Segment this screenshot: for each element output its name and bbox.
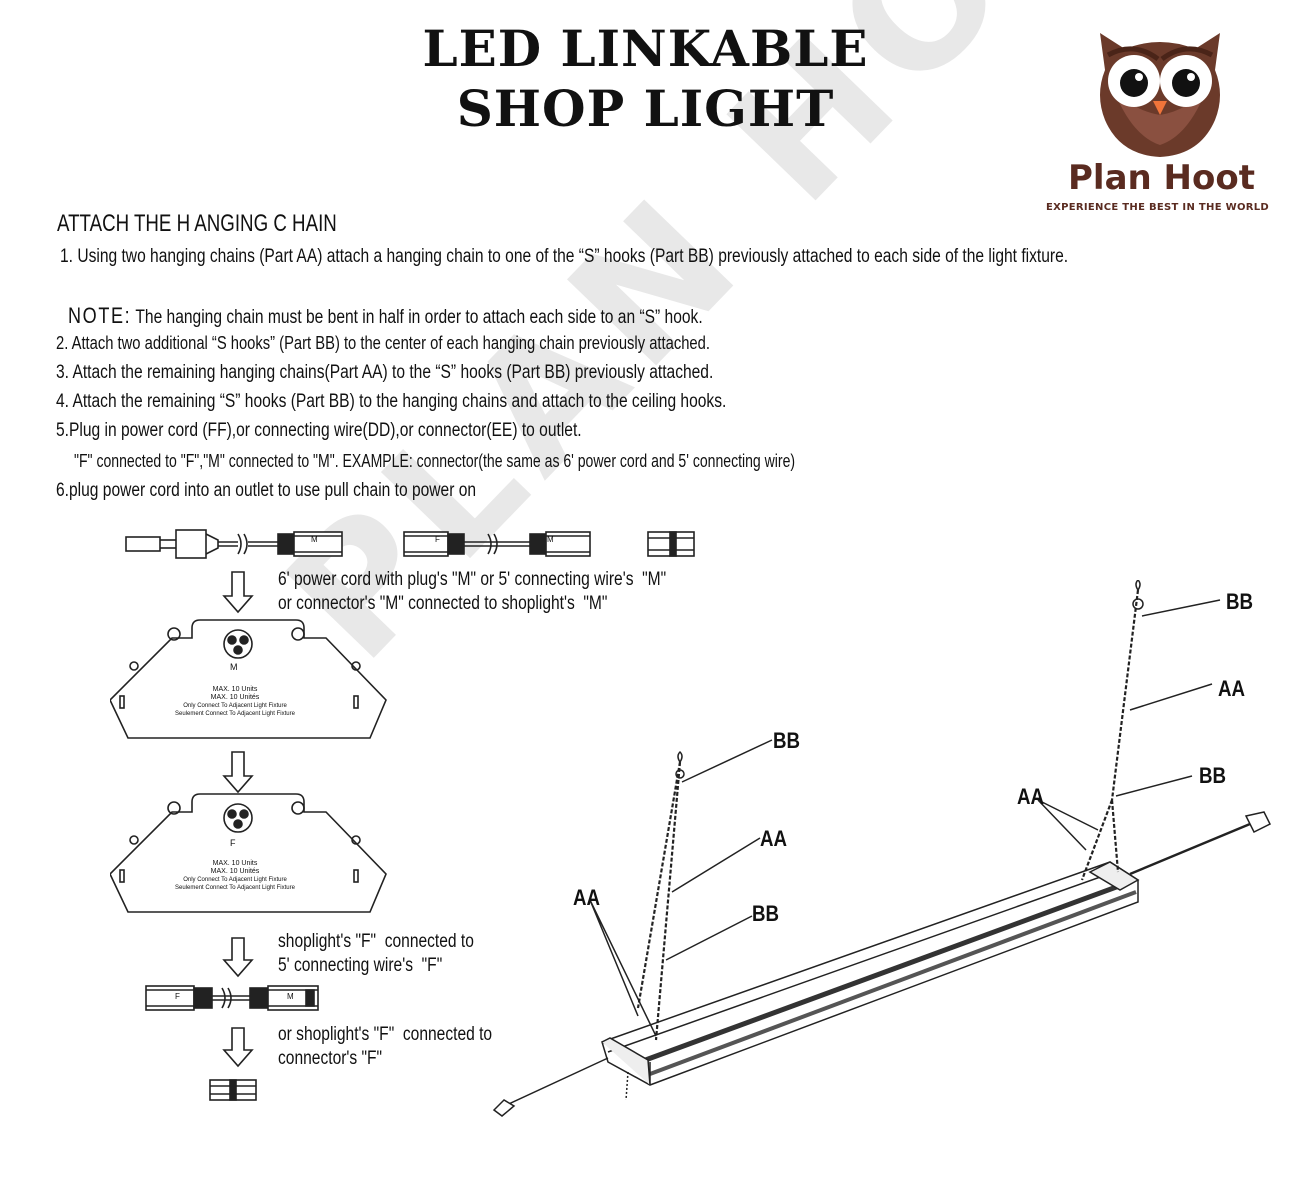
plate-bottom-line3: Only Connect To Adjacent Light Fixture [183, 877, 287, 883]
label-bb-right-bottom: BB [1199, 763, 1227, 788]
cord-m-letter: M [311, 535, 318, 544]
title-line-1: LED LINKABLE [422, 19, 869, 78]
owl-logo-icon [1100, 33, 1220, 157]
wire-m-letter: M [547, 535, 554, 544]
wire-f-letter: F [435, 535, 440, 544]
power-cord-illustration [125, 529, 343, 559]
connecting-wire-illustration [403, 531, 591, 557]
bottom-connector-illustration [209, 1079, 257, 1101]
label-aa-right-outer: AA [1017, 784, 1045, 809]
shop-light-illustration [492, 580, 1272, 1117]
plate-top-line3: Only Connect To Adjacent Light Fixture [183, 703, 287, 709]
label-bb-left-bottom: BB [752, 901, 780, 926]
plate-top-line1: MAX. 10 Units [212, 686, 258, 693]
brand-name: Plan Hoot [1068, 158, 1255, 198]
step-6: 6.plug power cord into an outlet to use … [56, 480, 477, 501]
plate-bottom-line4: Seulement Connect To Adjacent Light Fixt… [175, 885, 295, 891]
title-line-2: SHOP LIGHT [456, 79, 835, 138]
label-bb-left-top: BB [773, 728, 801, 753]
lower-wire-m-letter: M [287, 992, 294, 1001]
plate-bottom-port: F [230, 838, 236, 848]
note: NOTE: The hanging chain must be bent in … [68, 303, 703, 329]
label-aa-left: AA [760, 826, 788, 851]
step-4: 4. Attach the remaining “S” hooks (Part … [56, 391, 727, 412]
plate-top-line4: Seulement Connect To Adjacent Light Fixt… [175, 711, 295, 717]
lower-wire-f-letter: F [175, 992, 180, 1001]
plate-top-line2: MAX. 10 Unités [210, 694, 260, 701]
step-5-note: "F" connected to "F","M" connected to "M… [74, 451, 796, 471]
connector-diagram [110, 529, 695, 1101]
brand-tagline: EXPERIENCE THE BEST IN THE WORLD [1046, 202, 1270, 213]
step-3: 3. Attach the remaining hanging chains(P… [56, 362, 714, 383]
plate-top-port: M [230, 662, 238, 672]
plate-f-illustration [110, 793, 387, 913]
caption-f-wire: shoplight's "F" connected to 5' connecti… [278, 931, 474, 976]
label-aa-right: AA [1218, 676, 1246, 701]
caption-m-connection: 6' power cord with plug's "M" or 5' conn… [278, 569, 667, 614]
note-text: The hanging chain must be bent in half i… [135, 307, 703, 328]
section-heading: ATTACH THE H ANGING C HAIN [57, 210, 337, 237]
step-5: 5.Plug in power cord (FF),or connecting … [56, 420, 582, 441]
caption-f-connector: or shoplight's "F" connected to connecto… [278, 1024, 493, 1069]
plate-bottom-line1: MAX. 10 Units [212, 860, 258, 867]
label-aa-left-outer: AA [573, 885, 601, 910]
plate-top-text: MAX. 10 Units MAX. 10 Unités Only Connec… [135, 686, 335, 718]
plate-bottom-text: MAX. 10 Units MAX. 10 Unités Only Connec… [135, 860, 335, 892]
step-2: 2. Attach two additional “S hooks” (Part… [56, 333, 710, 353]
plate-bottom-line2: MAX. 10 Unités [210, 868, 260, 875]
step-1: 1. Using two hanging chains (Part AA) at… [60, 246, 1069, 267]
note-label: NOTE: [68, 303, 132, 328]
plate-m-illustration [110, 619, 387, 739]
connector-illustration [647, 531, 695, 557]
label-bb-right-top: BB [1226, 589, 1254, 614]
lower-wire-illustration [145, 985, 319, 1011]
